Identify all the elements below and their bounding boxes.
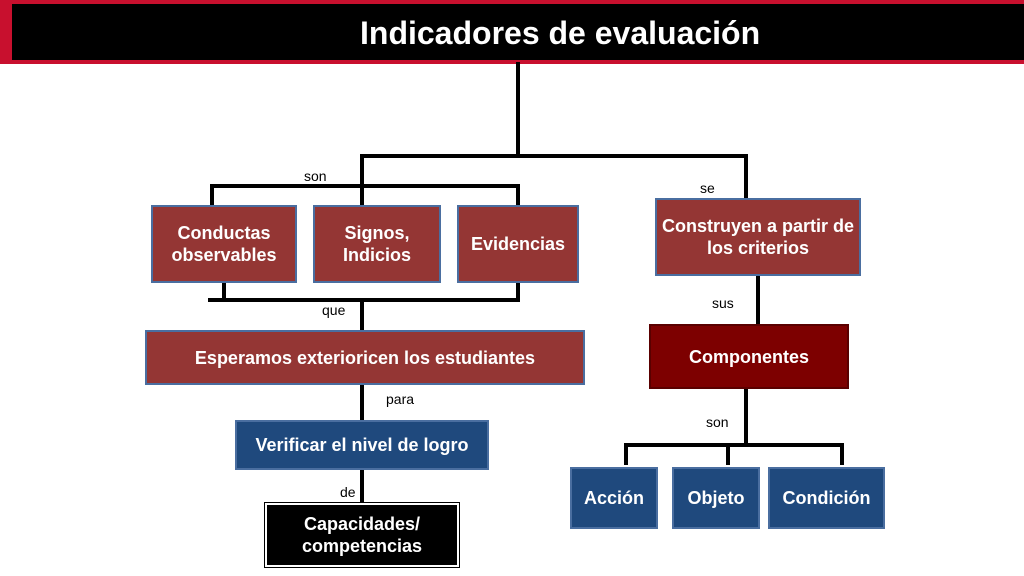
box-componentes: Componentes <box>649 324 849 389</box>
box-objeto: Objeto <box>672 467 760 529</box>
label-para: para <box>386 391 415 407</box>
box-esperamos-exterioricen: Esperamos exterioricen los estudiantes <box>145 330 585 385</box>
label-se: se <box>700 180 715 196</box>
label-son-left: son <box>304 168 327 184</box>
title-accent <box>0 4 12 60</box>
box-capacidades-competencias: Capacidades/ competencias <box>264 502 460 568</box>
box-accion: Acción <box>570 467 658 529</box>
label-sus: sus <box>712 295 734 311</box>
box-conductas-observables: Conductas observables <box>151 205 297 283</box>
label-de: de <box>340 484 356 500</box>
box-construyen-criterios: Construyen a partir de los criterios <box>655 198 861 276</box>
title-bar: Indicadores de evaluación <box>0 0 1024 64</box>
page-title: Indicadores de evaluación <box>360 15 761 51</box>
label-que: que <box>322 302 346 318</box>
label-son-right: son <box>706 414 729 430</box>
box-signos-indicios: Signos, Indicios <box>313 205 441 283</box>
box-condicion: Condición <box>768 467 885 529</box>
box-verificar-nivel-logro: Verificar el nivel de logro <box>235 420 489 470</box>
box-evidencias: Evidencias <box>457 205 579 283</box>
